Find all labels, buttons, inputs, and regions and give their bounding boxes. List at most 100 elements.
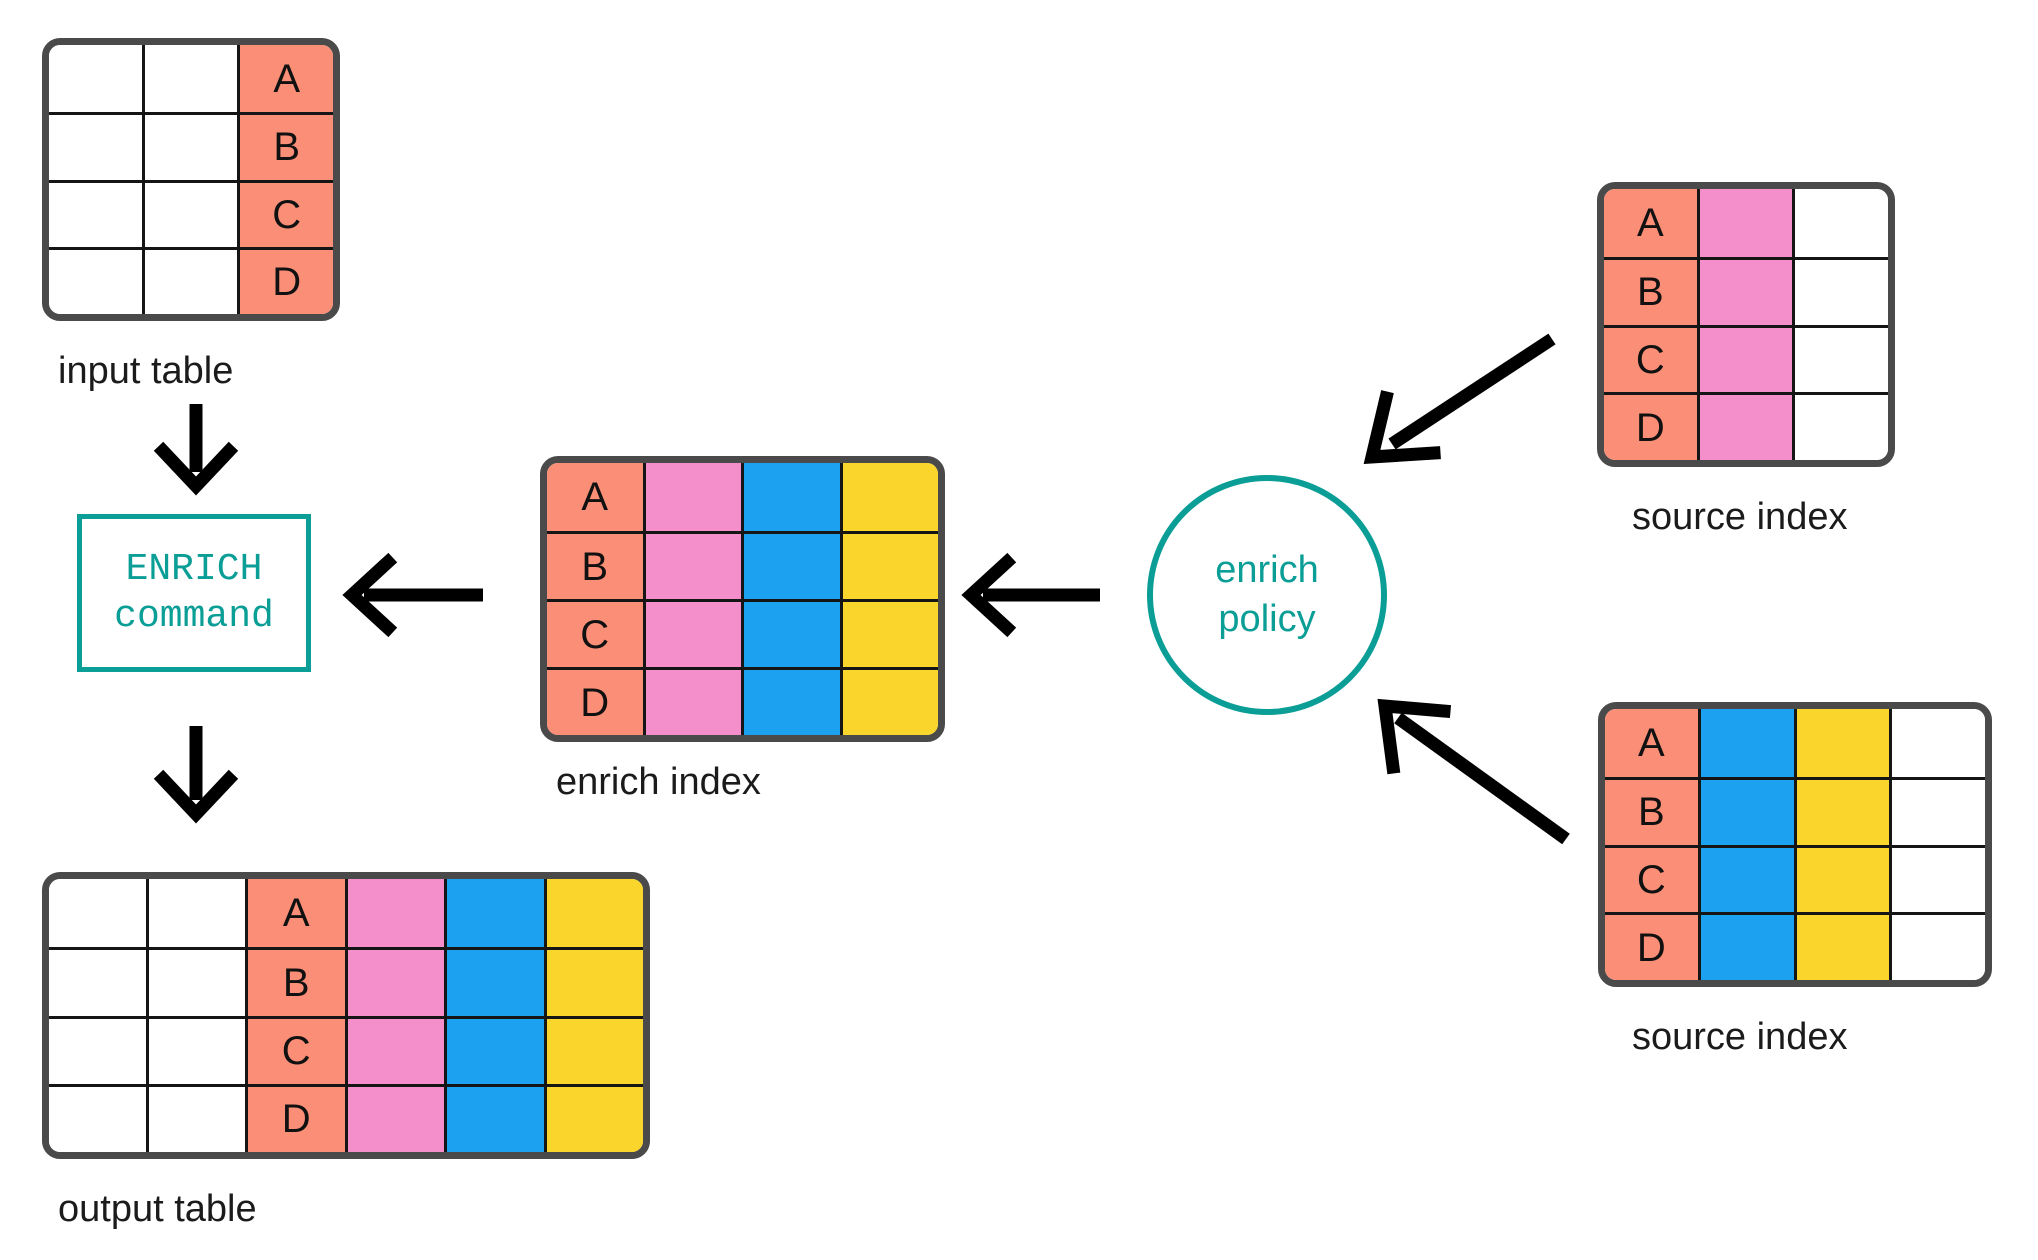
table-cell: C bbox=[237, 179, 333, 247]
arrow-input-to-command bbox=[153, 404, 239, 496]
table-cell bbox=[839, 531, 938, 599]
table-cell bbox=[141, 179, 238, 247]
table-cell bbox=[145, 879, 245, 948]
table-row: B bbox=[49, 947, 643, 1016]
enrich-policy-circle[interactable]: enrich policy bbox=[1147, 475, 1387, 715]
arrow-policy-to-enrich-index bbox=[961, 552, 1100, 638]
table-row: D bbox=[1605, 912, 1985, 980]
table-cell: B bbox=[547, 531, 643, 599]
table-cell bbox=[145, 1083, 245, 1152]
arrow-source-top-to-policy bbox=[1363, 333, 1556, 465]
table-cell: B bbox=[245, 947, 345, 1016]
table-row: A bbox=[49, 45, 333, 113]
table-cell: B bbox=[1605, 776, 1698, 845]
table-cell: A bbox=[1604, 189, 1697, 257]
table-cell bbox=[444, 1083, 544, 1152]
table-row: C bbox=[49, 1015, 643, 1084]
table-cell: D bbox=[547, 667, 643, 735]
table-cell bbox=[839, 599, 938, 667]
table-row: B bbox=[547, 531, 938, 599]
table-cell bbox=[444, 879, 544, 948]
table-cell bbox=[1889, 776, 1985, 845]
table-row: A bbox=[547, 463, 938, 531]
table-cell bbox=[1696, 324, 1793, 393]
table-cell bbox=[741, 599, 840, 667]
table-row: C bbox=[1604, 324, 1888, 393]
table-cell: D bbox=[237, 246, 333, 314]
enrich-policy-line2: policy bbox=[1218, 598, 1316, 640]
table-cell: A bbox=[237, 45, 333, 113]
enrich-command-box[interactable]: ENRICH command bbox=[77, 514, 311, 672]
table-row: D bbox=[1604, 392, 1888, 460]
table-cell bbox=[543, 1015, 643, 1084]
table-cell bbox=[543, 947, 643, 1016]
table-cell bbox=[642, 599, 741, 667]
enrich-command-line2: command bbox=[114, 595, 274, 638]
table-cell bbox=[1792, 189, 1888, 257]
table-cell bbox=[1696, 256, 1793, 325]
enrich-policy-line1: enrich bbox=[1215, 549, 1319, 592]
table-cell bbox=[741, 531, 840, 599]
table-cell bbox=[49, 1083, 146, 1152]
table-cell bbox=[839, 463, 938, 531]
table-cell bbox=[1697, 844, 1794, 913]
table-cell bbox=[1697, 776, 1794, 845]
table-cell bbox=[741, 667, 840, 735]
table-cell bbox=[1696, 392, 1793, 460]
table-cell bbox=[344, 879, 444, 948]
table-cell: C bbox=[547, 599, 643, 667]
table-cell bbox=[344, 1083, 444, 1152]
table-cell: A bbox=[1605, 709, 1698, 777]
table-cell: B bbox=[1604, 256, 1697, 325]
table-cell: C bbox=[1604, 324, 1697, 393]
table-cell bbox=[1889, 912, 1985, 980]
source-index-bottom-caption: source index bbox=[1632, 1016, 1848, 1058]
table-cell bbox=[1792, 324, 1888, 393]
table-row: D bbox=[49, 246, 333, 314]
table-cell bbox=[49, 947, 146, 1016]
table-cell bbox=[642, 463, 741, 531]
table-cell bbox=[1889, 709, 1985, 777]
table-cell bbox=[642, 667, 741, 735]
table-cell bbox=[141, 112, 238, 180]
arrow-source-bottom-to-policy bbox=[1377, 698, 1570, 845]
table-cell bbox=[49, 246, 142, 314]
table-row: C bbox=[49, 179, 333, 247]
table-cell bbox=[1792, 392, 1888, 460]
enrich-index-caption: enrich index bbox=[556, 761, 761, 803]
table-cell bbox=[344, 947, 444, 1016]
table-cell bbox=[1696, 189, 1793, 257]
table-cell bbox=[1697, 912, 1794, 980]
table-row: A bbox=[1605, 709, 1985, 777]
arrow-command-to-output bbox=[153, 726, 239, 824]
table-cell bbox=[1793, 844, 1890, 913]
table-cell bbox=[145, 1015, 245, 1084]
table-cell bbox=[839, 667, 938, 735]
table-row: B bbox=[1605, 776, 1985, 845]
table-row: D bbox=[547, 667, 938, 735]
table-cell: D bbox=[245, 1083, 345, 1152]
table-cell: D bbox=[1604, 392, 1697, 460]
table-cell bbox=[49, 45, 142, 113]
table-cell: C bbox=[1605, 844, 1698, 913]
table-cell: A bbox=[245, 879, 345, 948]
table-cell bbox=[642, 531, 741, 599]
table-row: C bbox=[547, 599, 938, 667]
table-cell bbox=[145, 947, 245, 1016]
table-row: B bbox=[49, 112, 333, 180]
table-cell bbox=[444, 947, 544, 1016]
table-cell: A bbox=[547, 463, 643, 531]
table-cell: D bbox=[1605, 912, 1698, 980]
table-cell bbox=[1697, 709, 1794, 777]
table-cell bbox=[1793, 776, 1890, 845]
table-cell bbox=[741, 463, 840, 531]
table-cell: B bbox=[237, 112, 333, 180]
table-row: A bbox=[49, 879, 643, 948]
table-cell bbox=[49, 879, 146, 948]
table-row: B bbox=[1604, 256, 1888, 325]
table-cell bbox=[1792, 256, 1888, 325]
